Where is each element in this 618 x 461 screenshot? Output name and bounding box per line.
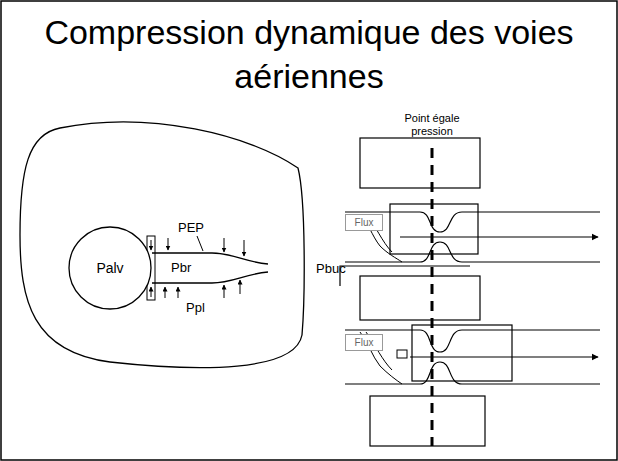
- pressure-arrows: [151, 238, 244, 298]
- empty-box: [360, 138, 480, 188]
- empty-box: [360, 276, 480, 320]
- node-label: Flux: [355, 217, 374, 228]
- pressure-label: PEP: [178, 220, 204, 235]
- pressure-label: Pbr: [171, 260, 191, 275]
- equal-pressure-line: [431, 148, 434, 446]
- flow-tag: Flux: [345, 214, 383, 231]
- airway-2: [345, 330, 600, 384]
- empty-box: [390, 204, 478, 254]
- equal-pressure-label: Point égale pression: [392, 112, 472, 138]
- flow-tag: Flux: [345, 334, 383, 351]
- thorax-outline: [20, 122, 304, 368]
- leader-line: [197, 236, 203, 251]
- pressure-label: Ppl: [186, 300, 205, 315]
- alveolus-circle: Palv: [68, 226, 152, 310]
- empty-box: [412, 325, 512, 381]
- bronchus-wall: [152, 253, 268, 264]
- bronchus-wall: [152, 272, 268, 283]
- node-label: Flux: [355, 337, 374, 348]
- empty-box: [370, 396, 485, 446]
- node-label: Palv: [96, 260, 123, 276]
- slide-title: Compression dynamique des voies aérienne…: [0, 10, 618, 98]
- pressure-label: Pbuc: [316, 261, 346, 276]
